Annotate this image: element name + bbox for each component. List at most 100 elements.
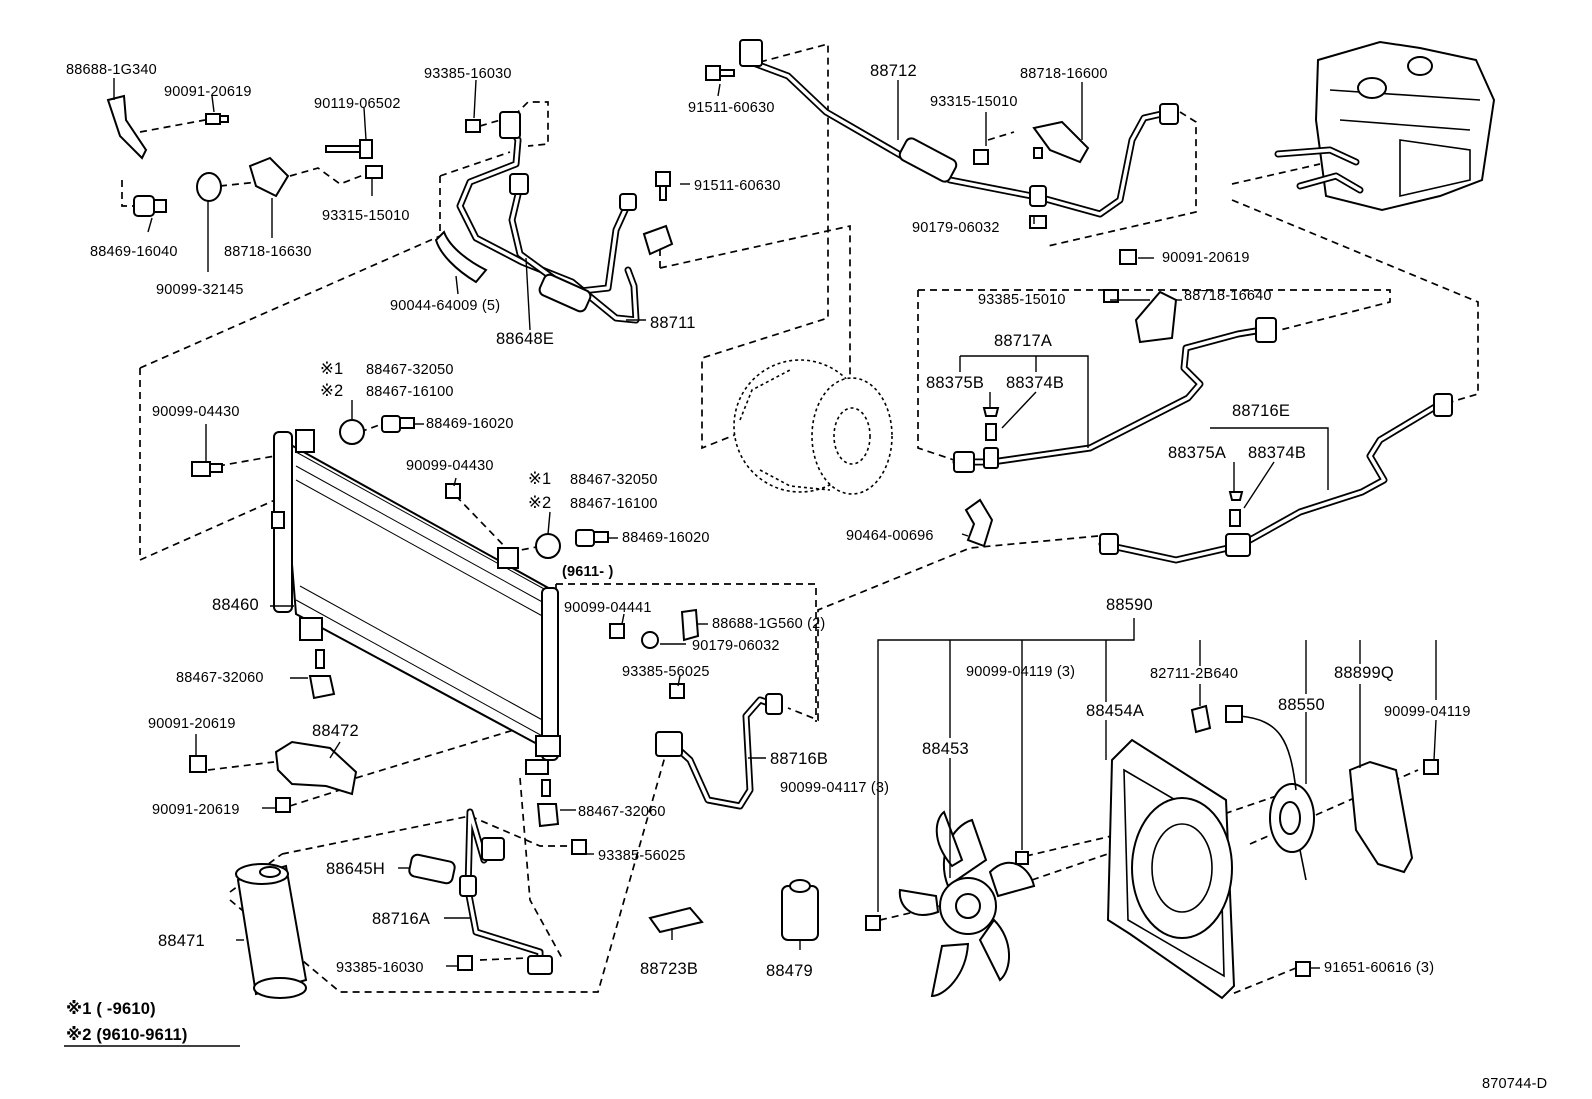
callout-label: 88688-1G560 (2) — [712, 616, 825, 632]
callout-label: 90099-04119 — [1384, 704, 1471, 720]
callout-label: 88550 — [1278, 696, 1325, 714]
bolt-91511-60630-a — [705, 65, 735, 81]
callout-label: 88899Q — [1334, 664, 1394, 682]
callout-label: 88469-16040 — [90, 244, 178, 260]
callout-label: 91511-60630 — [694, 178, 781, 194]
receiver-88471 — [235, 863, 308, 999]
callout-label: 90099-04119 (3) — [966, 664, 1075, 680]
tube-88717A — [952, 249, 1277, 473]
callout-label: 88718-16600 — [1020, 66, 1108, 82]
tube-88712 — [739, 39, 1179, 229]
callout-label: 90179-06032 — [912, 220, 1000, 236]
callout-label: 90179-06032 — [692, 638, 780, 654]
bolt-90091-20619 — [205, 113, 229, 125]
cushion-88467-32060-a — [308, 649, 336, 700]
callout-label: 90091-20619 — [152, 802, 240, 818]
clamp-88718-16630 — [248, 156, 290, 198]
callout-label: 88374B — [1006, 374, 1064, 392]
callout-label: 88648E — [496, 330, 554, 348]
callout-label: 88454A — [1086, 702, 1144, 720]
cushion-90099-32145 — [196, 172, 222, 202]
callout-label: 88590 — [1106, 596, 1153, 614]
callout-label: 91511-60630 — [688, 100, 775, 116]
callout-label: 88375A — [1168, 444, 1226, 462]
callout-label: 88717A — [994, 332, 1052, 350]
callout-label: 88712 — [870, 62, 917, 80]
callout-label: 90099-04117 (3) — [780, 780, 889, 796]
callout-label: 90119-06502 — [314, 96, 401, 112]
callout-label: 90099-32145 — [156, 282, 244, 298]
callout-label: 88469-16020 — [426, 416, 514, 432]
bolt-90099-04430-b — [445, 483, 461, 499]
callout-label: 88723B — [640, 960, 698, 978]
callout-label: 88716A — [372, 910, 430, 928]
callout-label: 88472 — [312, 722, 359, 740]
callout-label: 90091-20619 — [148, 716, 236, 732]
callout-label: 93315-15010 — [322, 208, 410, 224]
callout-label: 88718-16640 — [1184, 288, 1272, 304]
bolt-90099-04430-a — [191, 461, 223, 477]
callout-label: 88688-1G340 — [66, 62, 157, 78]
callout-label: 93385-56025 — [598, 848, 686, 864]
callout-label: 88467-32050 — [366, 362, 454, 378]
callout-label: 90099-04430 — [152, 404, 240, 420]
callout-label: 82711-2B640 — [1150, 666, 1238, 682]
callout-label: 88716B — [770, 750, 828, 768]
callout-labels: 88688-1G340 90091-20619 90119-06502 8846… — [66, 62, 1471, 980]
callout-label: 88467-32060 — [578, 804, 666, 820]
collar-88469-16020-a — [381, 415, 415, 433]
callout-label: 88467-32060 — [176, 670, 264, 686]
cushion-88467-b — [535, 533, 561, 559]
callout-label: 90044-64009 (5) — [390, 298, 500, 314]
callout-label: 93385-16030 — [424, 66, 512, 82]
bracket-88688-1G340 — [106, 94, 148, 160]
bracket-88472 — [274, 740, 358, 796]
label-88723B — [648, 906, 704, 934]
pressure-switch-88645H — [408, 853, 456, 885]
tube-88716E — [1098, 393, 1453, 564]
callout-label: 88374B — [1248, 444, 1306, 462]
compressor — [733, 359, 893, 495]
callout-label: 93385-16030 — [336, 960, 424, 976]
dashed-leaders — [121, 42, 1479, 995]
part-88479 — [781, 879, 819, 941]
evaporator-unit — [1274, 40, 1496, 212]
collar-88469-16040 — [133, 195, 167, 217]
callout-label: 88711 — [650, 314, 696, 332]
callout-label: 90091-20619 — [164, 84, 252, 100]
motor-88550 — [1190, 704, 1315, 881]
note-1: ※1 ( -9610) — [66, 1000, 156, 1018]
footnotes: ※1 ( -9610) ※2 (9610-9611) 870744-D — [64, 1000, 1547, 1092]
shroud-88899Q — [1348, 760, 1414, 874]
tube-88716B — [655, 683, 783, 810]
callout-label: 93385-56025 — [622, 664, 710, 680]
cushion-88467-32060-b — [536, 779, 560, 828]
bolt-93315-15010 — [365, 165, 383, 179]
shroud-88454A — [1106, 738, 1236, 1000]
callout-label: 88469-16020 — [622, 530, 710, 546]
callout-label: ※1 — [320, 360, 343, 378]
callout-label: 88375B — [926, 374, 984, 392]
callout-label: 90464-00696 — [846, 528, 934, 544]
leader-lines — [113, 78, 1437, 969]
callout-label: 88467-32050 — [570, 472, 658, 488]
collar-88469-16020-b — [575, 529, 609, 547]
callout-label: ※2 — [320, 382, 343, 400]
bolt-91511-60630-b — [655, 171, 671, 201]
callout-label: ※1 — [528, 470, 551, 488]
fan-88453 — [898, 810, 1036, 998]
callout-label: 88645H — [326, 860, 385, 878]
note-2: ※2 (9610-9611) — [66, 1026, 188, 1044]
callout-label: 88467-16100 — [570, 496, 658, 512]
callout-label: 88718-16630 — [224, 244, 312, 260]
callout-label: 91651-60616 (3) — [1324, 960, 1434, 976]
callout-label: 90099-04430 — [406, 458, 494, 474]
tube-88716A — [459, 808, 553, 975]
bolt-90119-06502 — [325, 139, 373, 159]
callout-label: 90099-04441 — [564, 600, 652, 616]
hose-88648E-88711 — [434, 111, 674, 324]
callout-label: 88467-16100 — [366, 384, 454, 400]
callout-label: 88716E — [1232, 402, 1290, 420]
callout-label: 93385-15010 — [978, 292, 1066, 308]
